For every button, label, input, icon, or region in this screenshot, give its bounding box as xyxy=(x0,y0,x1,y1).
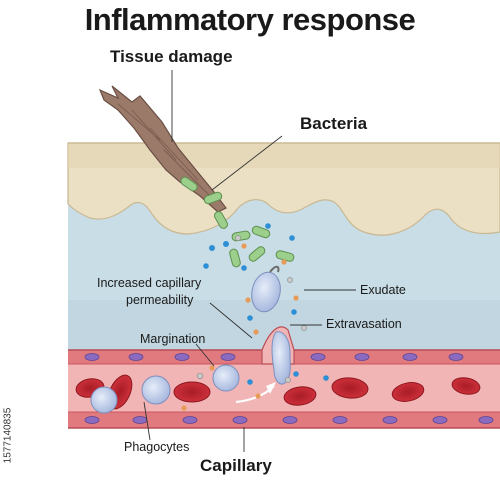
phagocyte-marginating xyxy=(212,364,240,392)
splinter-grain xyxy=(117,103,213,199)
diagram-title: Inflammatory response xyxy=(84,2,416,37)
red-blood-cell xyxy=(391,382,425,402)
endothelial-nuclei xyxy=(84,353,494,424)
bacterium xyxy=(203,191,223,205)
margination-line xyxy=(195,343,215,367)
phagocyte-pseudopod xyxy=(269,265,280,273)
bacteria-cluster xyxy=(180,176,295,268)
label-tissue-damage: Tissue damage xyxy=(110,47,233,66)
label-capillary: Capillary xyxy=(200,456,272,475)
bacterium xyxy=(251,225,271,239)
label-exudate: Exudate xyxy=(360,283,406,297)
red-blood-cell xyxy=(173,381,211,403)
label-increased-permeability-1: Increased capillary xyxy=(97,276,202,290)
label-phagocytes: Phagocytes xyxy=(124,440,190,454)
bacterium xyxy=(248,246,266,262)
label-margination: Margination xyxy=(140,332,206,346)
red-blood-cell xyxy=(283,386,317,406)
bacterium xyxy=(229,248,241,268)
phagocytes-line xyxy=(143,401,151,441)
phagocyte-in-tissue xyxy=(251,271,281,313)
phagocyte-extravasating xyxy=(271,331,291,385)
label-extravasation: Extravasation xyxy=(326,317,402,331)
phagocytes-in-lumen xyxy=(90,364,240,414)
red-blood-cell xyxy=(451,377,481,395)
epidermis-surface xyxy=(68,143,500,168)
stock-id-vertical: 1577140835 xyxy=(2,380,14,495)
phagocyte xyxy=(90,386,118,414)
label-increased-permeability-2: permeability xyxy=(126,293,194,307)
mediator-dots xyxy=(181,223,329,411)
leader-lines xyxy=(143,70,356,452)
stock-id-text: 1577140835 xyxy=(2,407,14,464)
phagocyte xyxy=(141,375,171,405)
permeability-line xyxy=(209,302,253,339)
bacteria-line xyxy=(211,135,283,191)
label-bacteria: Bacteria xyxy=(300,114,368,133)
red-blood-cell xyxy=(331,377,369,399)
bacterium xyxy=(180,176,198,192)
bacterium xyxy=(214,211,228,229)
blood-flow-arrowhead xyxy=(266,382,276,394)
